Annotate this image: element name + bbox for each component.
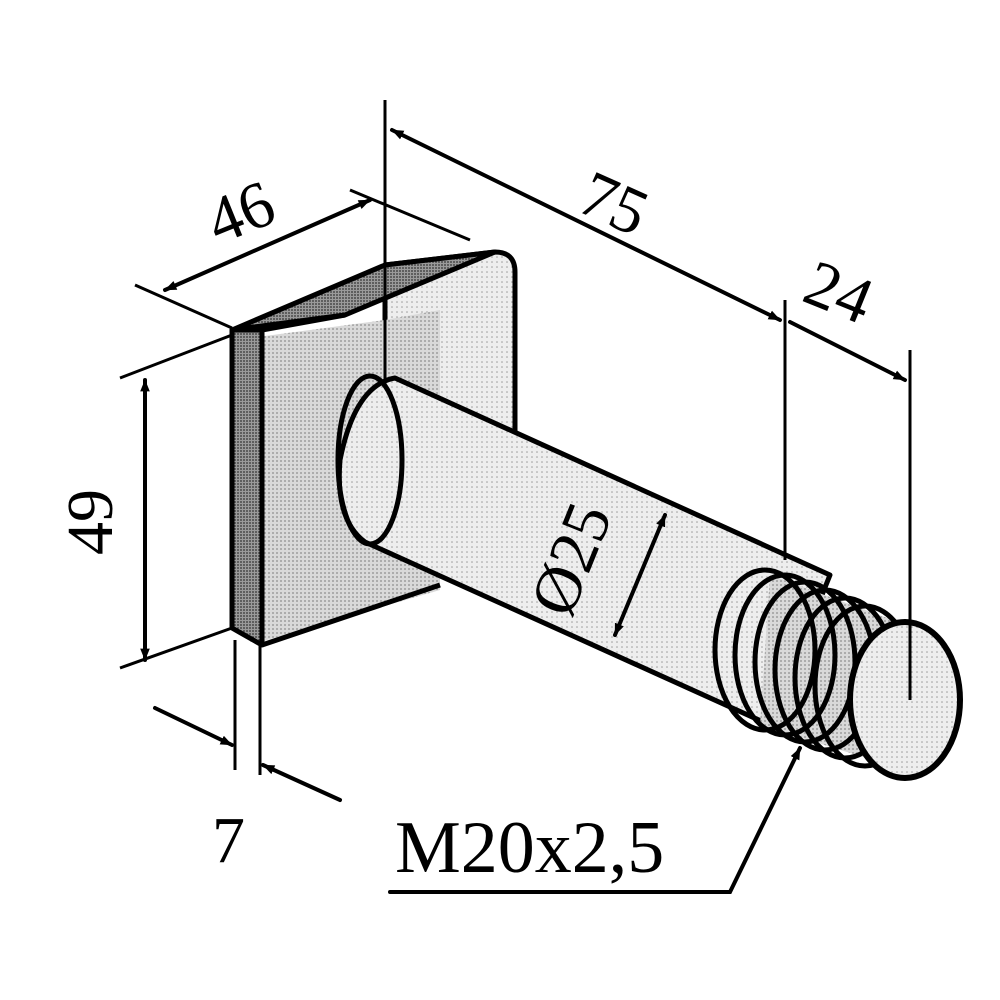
dim-line-75 [390,128,782,322]
thread-section [712,567,963,781]
shank [335,373,833,728]
dimension-lines [140,128,907,894]
head-front-outline [261,312,441,648]
dim-arrow-7-right [261,763,342,802]
dim-line-24 [788,320,907,382]
extension-lines [119,100,912,775]
shank-end-curve [335,373,405,547]
label-plate-thickness: 7 [212,804,245,877]
label-thread-spec: M20x2,5 [395,807,664,889]
label-bolt-length: 75 [569,157,659,251]
dim-arrow-7-left [153,706,234,747]
thread-end-face [847,619,963,781]
label-thread-length: 24 [794,246,883,338]
dim-line-46 [163,198,372,292]
thread-leader [388,746,802,894]
label-plate-height: 49 [54,489,127,555]
dim-line-25 [613,513,667,637]
head-side-face [229,327,265,648]
